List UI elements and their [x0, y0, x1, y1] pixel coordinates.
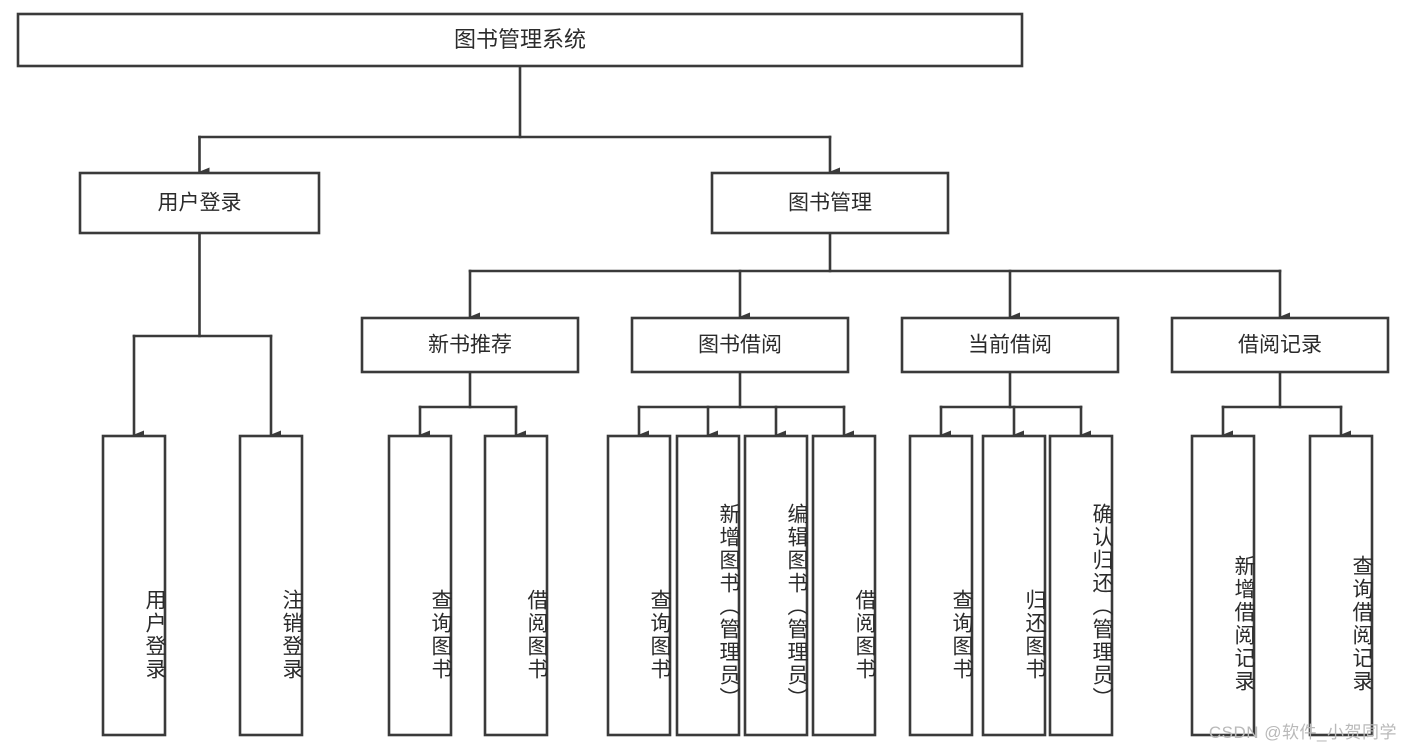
watermark-text: CSDN @软件_小贺同学: [1208, 723, 1397, 742]
leaf-leaf-query-book-3[interactable]: [908, 434, 974, 737]
leaf-leaf-user-logout[interactable]: [238, 434, 304, 737]
leaf-leaf-query-book-1[interactable]: [387, 434, 453, 737]
box-layer: [16, 12, 1390, 737]
leaf-leaf-add-book[interactable]: [675, 434, 741, 737]
leaf-leaf-borrow-book-1[interactable]: [483, 434, 549, 737]
node-borrow-record[interactable]: [1170, 316, 1390, 374]
leaf-leaf-user-login[interactable]: [101, 434, 167, 737]
leaf-leaf-add-record[interactable]: [1190, 434, 1256, 737]
label-user-login: 用户登录: [158, 192, 242, 215]
node-book-manage[interactable]: [710, 171, 950, 235]
leaf-leaf-return-book[interactable]: [981, 434, 1047, 737]
leaf-leaf-borrow-book-2[interactable]: [811, 434, 877, 737]
node-new-book-recommend[interactable]: [360, 316, 580, 374]
node-book-borrow[interactable]: [630, 316, 850, 374]
leaf-leaf-query-record[interactable]: [1308, 434, 1374, 737]
label-borrow-record: 借阅记录: [1238, 334, 1322, 357]
leaf-leaf-confirm-return[interactable]: [1048, 434, 1114, 737]
label-current-borrow: 当前借阅: [968, 334, 1052, 357]
node-current-borrow[interactable]: [900, 316, 1120, 374]
connector-layer: [132, 64, 1351, 440]
label-new-book-recommend: 新书推荐: [428, 334, 512, 357]
label-book-manage: 图书管理: [788, 192, 872, 215]
node-user-login[interactable]: [78, 171, 321, 235]
leaf-leaf-query-book-2[interactable]: [606, 434, 672, 737]
leaf-leaf-edit-book[interactable]: [743, 434, 809, 737]
label-root: 图书管理系统: [454, 27, 586, 52]
node-root[interactable]: [16, 12, 1024, 68]
label-book-borrow: 图书借阅: [698, 334, 782, 357]
